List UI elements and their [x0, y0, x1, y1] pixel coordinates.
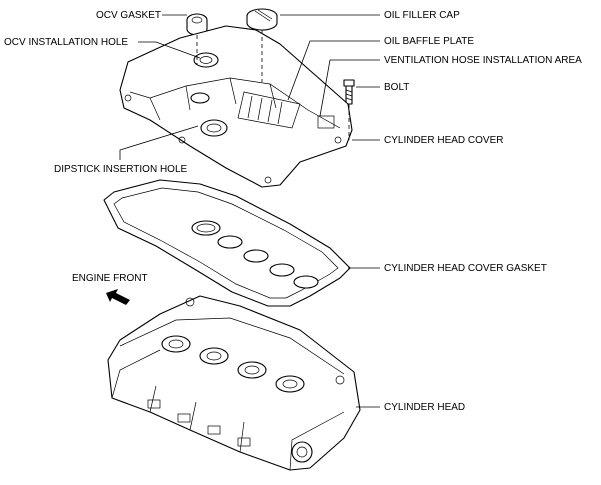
label-cylinder-head-cover: CYLINDER HEAD COVER [384, 135, 503, 146]
label-dipstick-insertion-hole: DIPSTICK INSERTION HOLE [54, 164, 188, 175]
label-ocv-gasket: OCV GASKET [96, 10, 161, 21]
label-cylinder-head: CYLINDER HEAD [384, 402, 465, 413]
cylinder-head-part [107, 295, 361, 471]
label-bolt: BOLT [384, 82, 409, 93]
alignment-lines [196, 30, 350, 140]
label-cylinder-head-cover-gasket: CYLINDER HEAD COVER GASKET [384, 263, 547, 274]
label-ventilation-hose-installation-area: VENTILATION HOSE INSTALLATION AREA [384, 55, 582, 66]
label-oil-baffle-plate: OIL BAFFLE PLATE [384, 36, 474, 47]
leader-lines [119, 14, 380, 408]
engine-front-arrow-icon [106, 289, 130, 305]
oil-filler-cap-part [246, 8, 278, 31]
label-engine-front: ENGINE FRONT [72, 273, 148, 284]
label-ocv-installation-hole: OCV INSTALLATION HOLE [4, 37, 128, 48]
label-oil-filler-cap: OIL FILLER CAP [384, 10, 460, 21]
cylinder-head-cover-part [119, 25, 353, 188]
cylinder-head-cover-gasket-part [103, 179, 351, 307]
bolt-part [343, 79, 355, 105]
